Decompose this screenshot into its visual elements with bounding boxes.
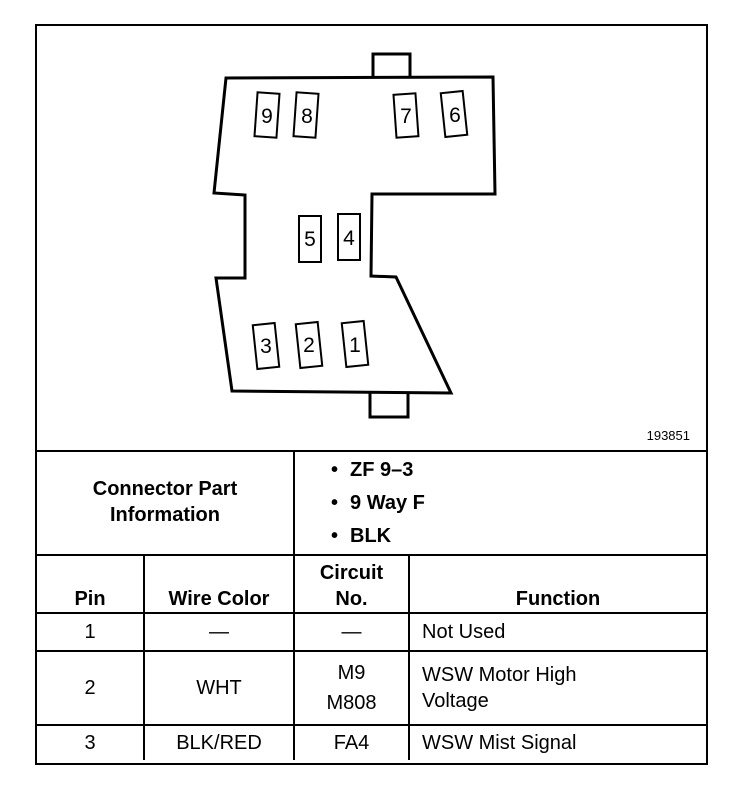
pin-cavity-1: 1 <box>340 319 370 369</box>
table-row: 2 WHT M9 M808 WSW Motor High Voltage <box>37 650 707 726</box>
connector-face-drawing: 9 8 7 6 5 4 3 <box>212 52 497 419</box>
connector-part-info-row: Connector Part Information ZF 9–3 9 Way … <box>37 450 707 556</box>
pin-label-5: 5 <box>304 228 316 251</box>
figure-number: 193851 <box>646 428 690 443</box>
pin-label-1: 1 <box>349 334 361 357</box>
cell-wire-color: WHT <box>143 650 295 726</box>
pin-label-9: 9 <box>261 105 273 128</box>
cell-function: Not Used <box>407 612 707 652</box>
cell-wire-color: — <box>143 612 295 652</box>
pin-label-2: 2 <box>303 334 315 357</box>
table-header-row: Pin Wire Color Circuit No. Function <box>37 554 707 614</box>
cell-pin: 2 <box>37 650 145 726</box>
cell-pin: 3 <box>37 724 145 760</box>
connector-sheet: 9 8 7 6 5 4 3 <box>35 24 708 765</box>
cell-circuit: M9 M808 <box>293 650 410 726</box>
connector-info-table: Connector Part Information ZF 9–3 9 Way … <box>37 450 707 760</box>
cell-function: WSW Mist Signal <box>407 724 707 760</box>
cell-circuit: FA4 <box>293 724 410 760</box>
connector-info-item: ZF 9–3 <box>331 454 706 487</box>
table-row: 1 — — Not Used <box>37 612 707 652</box>
pin-cavity-4: 4 <box>337 213 361 261</box>
pin-cavity-5: 5 <box>298 215 322 263</box>
pin-cavity-7: 7 <box>392 92 420 139</box>
bottom-lock-tab <box>368 389 410 419</box>
header-wire-color: Wire Color <box>143 554 295 614</box>
header-circuit-no: Circuit No. <box>293 554 410 614</box>
table-row: 3 BLK/RED FA4 WSW Mist Signal <box>37 724 707 760</box>
pin-label-4: 4 <box>343 227 355 250</box>
connector-diagram: 9 8 7 6 5 4 3 <box>37 26 706 452</box>
pin-label-6: 6 <box>449 104 461 127</box>
pin-cavity-3: 3 <box>251 321 281 371</box>
cell-function: WSW Motor High Voltage <box>407 650 707 726</box>
connector-info-item: BLK <box>331 520 706 553</box>
connector-part-info-label: Connector Part Information <box>37 450 295 556</box>
pin-label-3: 3 <box>260 335 272 358</box>
pin-label-8: 8 <box>301 105 313 128</box>
pin-label-7: 7 <box>400 105 412 128</box>
header-function: Function <box>407 554 707 614</box>
connector-info-item: 9 Way F <box>331 487 706 520</box>
cell-wire-color: BLK/RED <box>143 724 295 760</box>
cell-pin: 1 <box>37 612 145 652</box>
pin-cavity-2: 2 <box>294 320 324 370</box>
header-pin: Pin <box>37 554 145 614</box>
pin-cavity-6: 6 <box>439 89 469 139</box>
connector-part-info-values: ZF 9–3 9 Way F BLK <box>292 450 707 556</box>
pin-cavity-8: 8 <box>292 91 320 139</box>
cell-circuit: — <box>293 612 410 652</box>
pin-cavity-9: 9 <box>253 91 281 139</box>
